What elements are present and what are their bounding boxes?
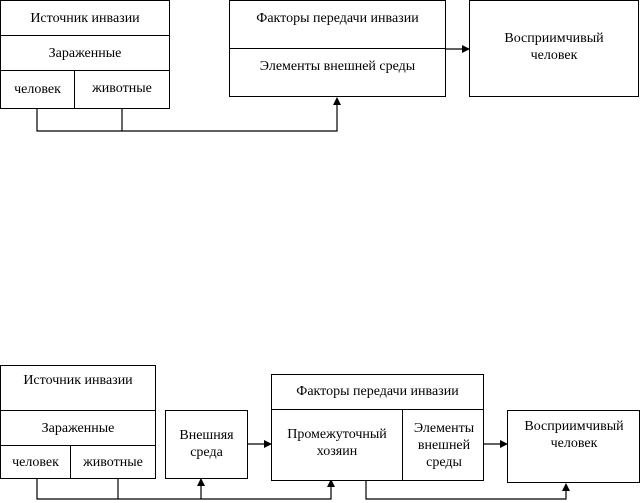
intermediate-host-label: Промежуточный хозяин	[287, 427, 387, 459]
transmission-title: Факторы передачи инвазии	[256, 10, 419, 26]
source-title-2: Источник инвазии	[23, 373, 133, 388]
external-env-box: Внешняя среда	[165, 410, 248, 479]
connector-source-to-transmission	[36, 97, 341, 132]
environment-label: Элементы внешней среды	[259, 58, 416, 74]
external-env-label: Внешняя среда	[179, 428, 234, 460]
human-label-2: человек	[12, 455, 59, 470]
source-title: Источник инвазии	[30, 10, 140, 26]
susceptible-label-2: Восприимчивый человек	[524, 419, 624, 451]
source-box-2: Источник инвазии Зараженные человек живо…	[0, 365, 156, 479]
human-label: человек	[14, 82, 61, 97]
susceptible-box-2: Восприимчивый человек	[507, 410, 640, 483]
connector-host-to-susceptible	[365, 481, 570, 500]
transmission-box-2: Факторы передачи инвазии Промежуточный х…	[271, 374, 484, 481]
infected-label: Зараженные	[48, 45, 122, 61]
infected-label-2: Зараженные	[41, 420, 115, 436]
environment-label-2: Элементы внешней среды	[413, 420, 475, 470]
animals-label: животные	[92, 80, 152, 96]
animals-label-2: животные	[83, 455, 143, 470]
susceptible-box: Восприимчивый человек	[469, 0, 639, 97]
connector-source-to-host	[36, 478, 335, 500]
source-box: Источник инвазии Зараженные человек живо…	[0, 0, 170, 109]
transmission-title-2: Факторы передачи инвазии	[296, 383, 459, 399]
susceptible-label: Восприимчивый человек	[504, 31, 604, 63]
transmission-box: Факторы передачи инвазии Элементы внешне…	[229, 0, 446, 97]
